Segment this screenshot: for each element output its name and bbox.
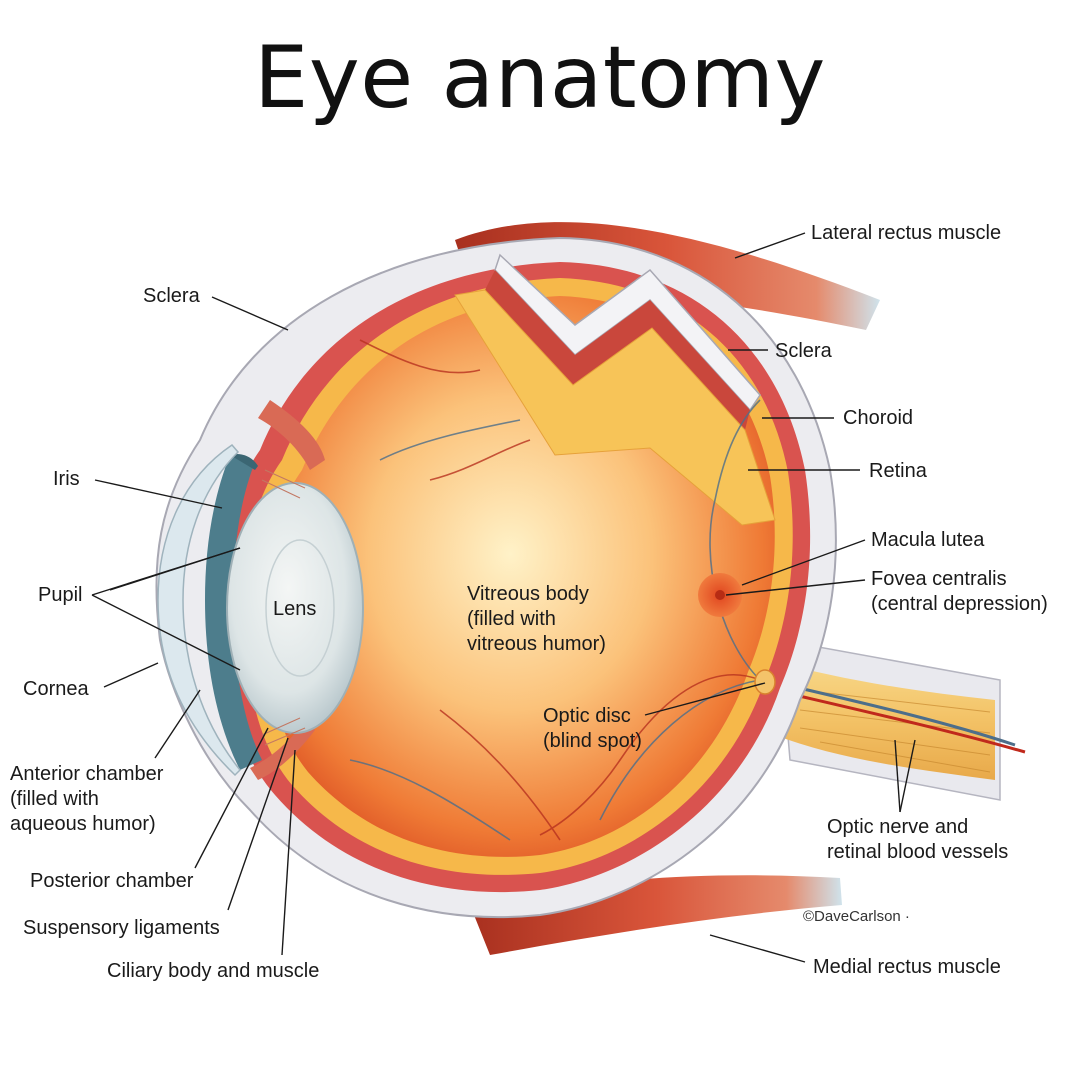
label-medial-rectus-muscle: Medial rectus muscle (813, 956, 1001, 978)
label-ciliary-body: Ciliary body and muscle (107, 960, 319, 982)
label-suspensory-ligaments: Suspensory ligaments (23, 917, 220, 939)
copyright-credit: ©DaveCarlson · (803, 908, 910, 925)
leader-lines (91, 232, 916, 963)
label-optic-nerve: Optic nerve and (827, 816, 968, 838)
label-vitreous-body: Vitreous body (467, 583, 589, 605)
label-optic-disc-detail: (blind spot) (543, 730, 642, 752)
label-posterior-chamber: Posterior chamber (30, 870, 194, 892)
suspensory-ligaments (261, 469, 306, 746)
ciliary-body-lower (250, 722, 315, 780)
label-sclera-right: Sclera (775, 340, 833, 362)
iris (205, 455, 262, 770)
lens-nucleus (265, 539, 335, 677)
diagram-title: Eye anatomy (254, 28, 826, 128)
label-retina: Retina (869, 460, 928, 482)
label-optic-disc: Optic disc (543, 705, 631, 727)
label-anterior-chamber: Anterior chamber (10, 763, 164, 785)
label-lens: Lens (273, 598, 316, 620)
label-sclera-left: Sclera (143, 285, 201, 307)
ciliary-body (258, 400, 325, 470)
label-fovea-centralis: Fovea centralis (871, 568, 1007, 590)
label-optic-nerve-detail: retinal blood vessels (827, 841, 1008, 863)
label-choroid: Choroid (843, 407, 913, 429)
cutaway-retina (454, 289, 776, 526)
label-macula-lutea: Macula lutea (871, 529, 985, 551)
fovea-centralis (715, 590, 725, 600)
retinal-blood-vessels (349, 339, 761, 841)
label-lateral-rectus-muscle: Lateral rectus muscle (811, 222, 1001, 244)
label-anterior-chamber-detail-1: (filled with (10, 788, 99, 810)
optic-disc (754, 669, 776, 695)
label-vitreous-body-detail-2: vitreous humor) (467, 633, 606, 655)
label-pupil: Pupil (38, 584, 82, 606)
cornea (157, 444, 242, 777)
label-fovea-centralis-detail: (central depression) (871, 593, 1048, 615)
cutaway-choroid (485, 270, 750, 430)
iris-lower-stroma (230, 454, 258, 470)
label-vitreous-body-detail-1: (filled with (467, 608, 556, 630)
label-anterior-chamber-detail-2: aqueous humor) (10, 813, 156, 835)
label-iris: Iris (53, 468, 80, 490)
label-cornea: Cornea (23, 678, 89, 700)
